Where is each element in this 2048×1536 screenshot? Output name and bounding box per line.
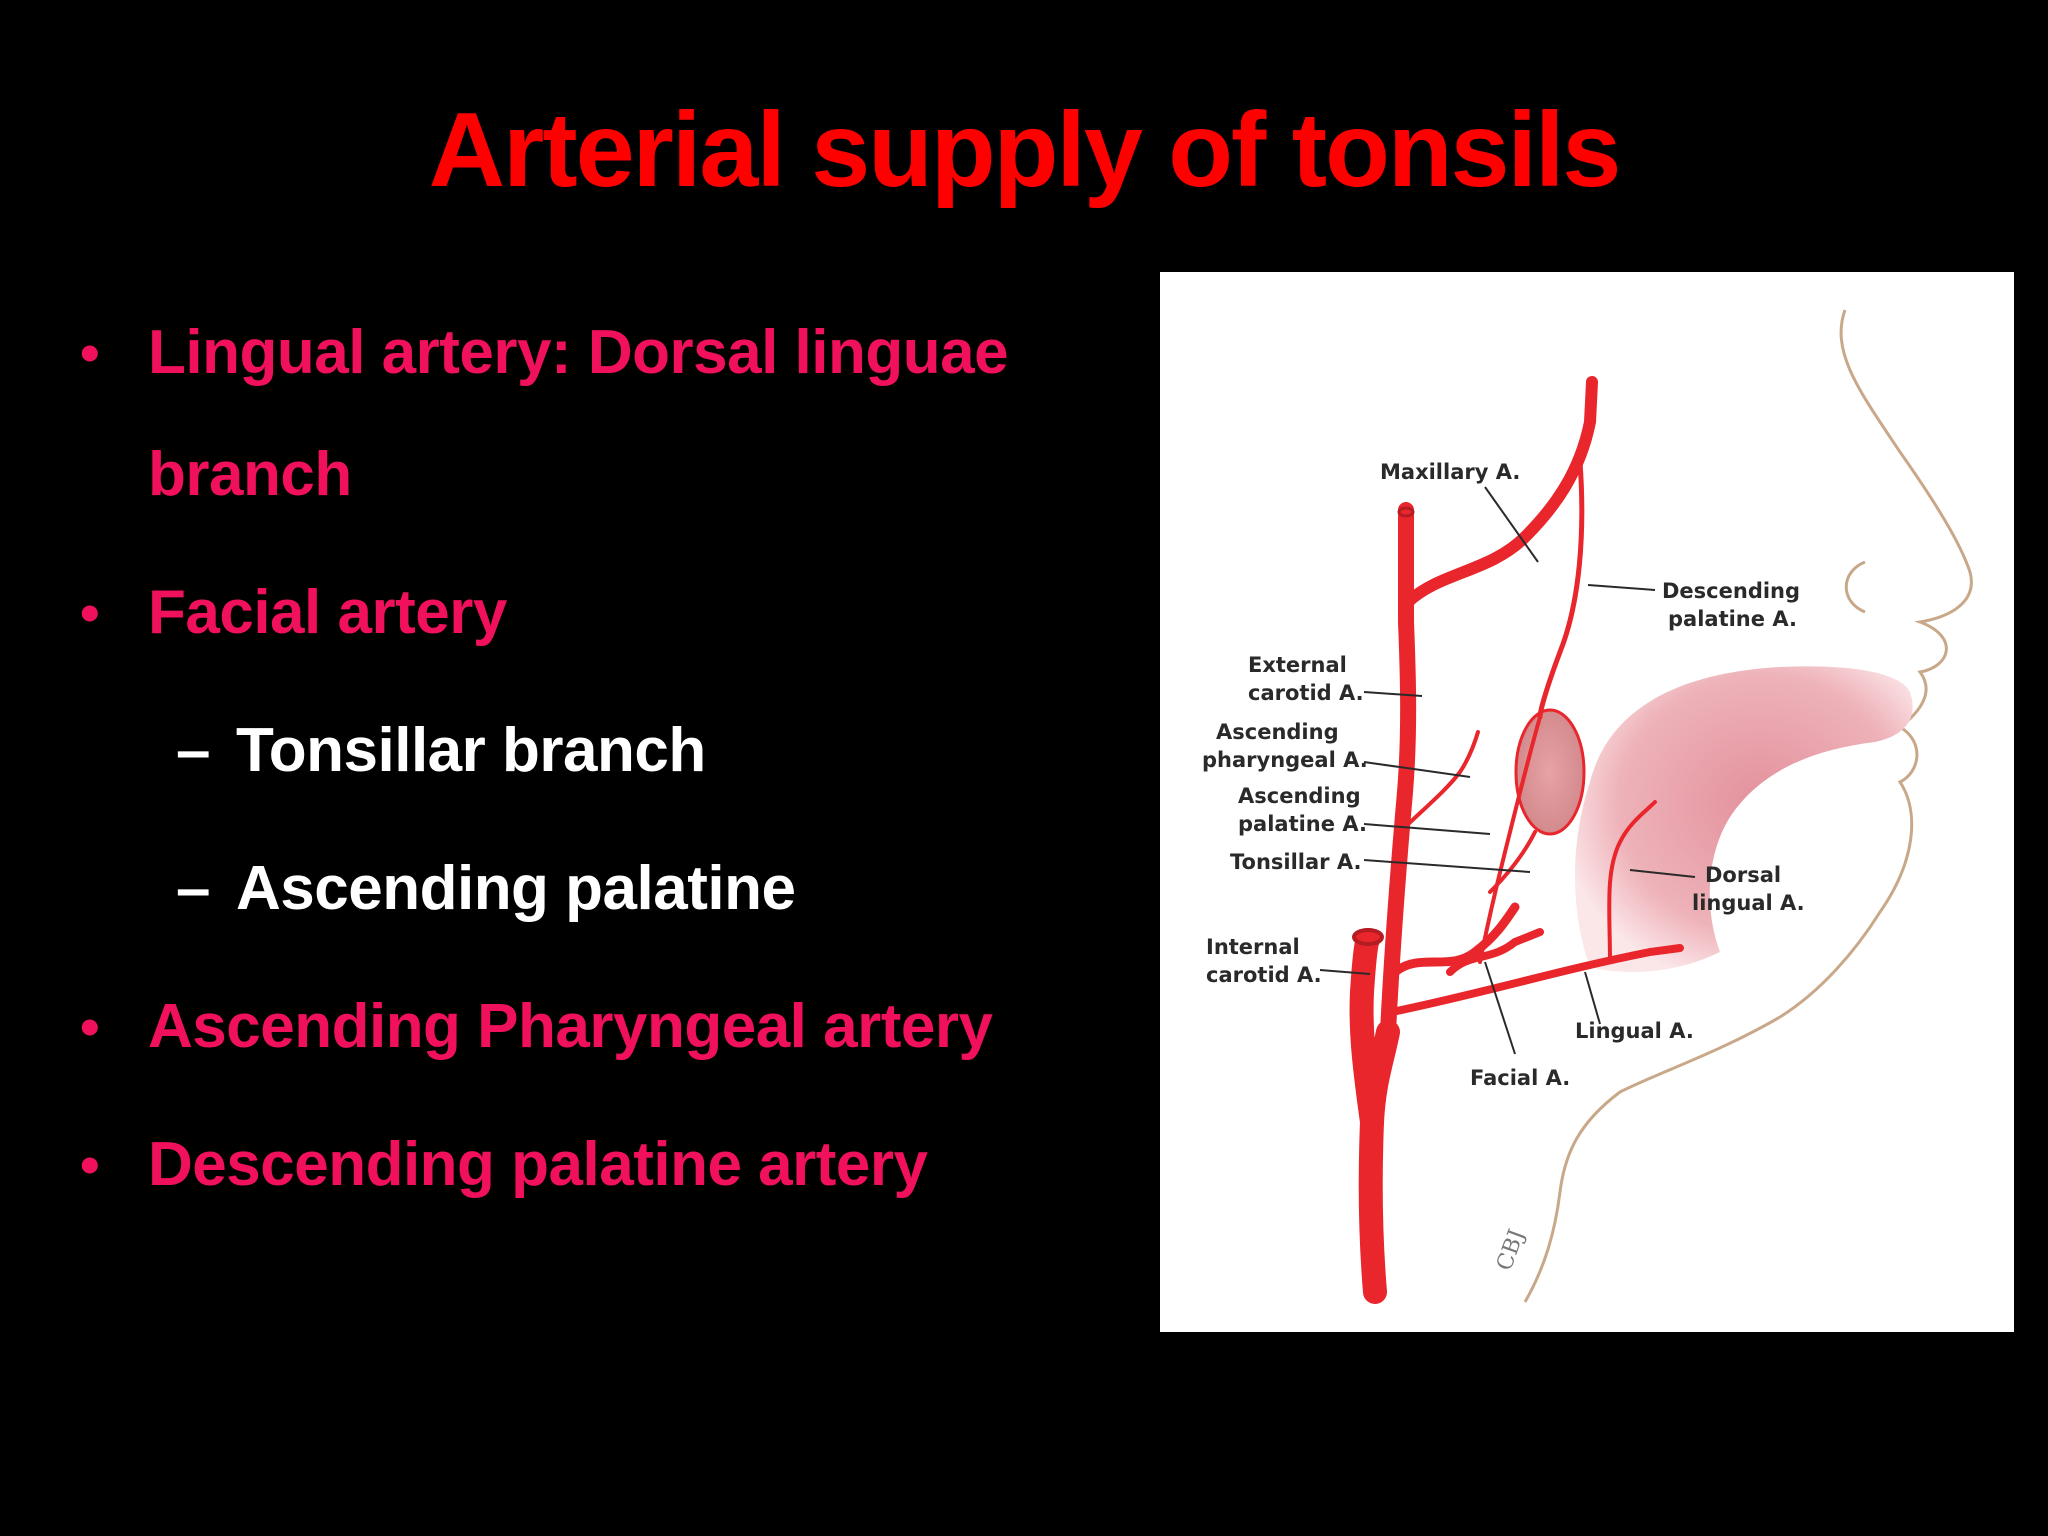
leader-lingual <box>1584 971 1601 1025</box>
subbullet-ascending-palatine: – Ascending palatine <box>80 828 1120 950</box>
bullet-marker: • <box>80 1133 100 1196</box>
bullet-text-continued: branch <box>148 440 352 509</box>
internal-carotid-opening <box>1352 928 1384 946</box>
bullet-text: Lingual artery: Dorsal linguae <box>148 318 1009 387</box>
leader-dorsal <box>1629 869 1696 878</box>
external-carotid-artery <box>1380 502 1417 1040</box>
internal-carotid-artery <box>1349 928 1384 1134</box>
external-carotid-opening <box>1397 506 1415 518</box>
label-tonsillar: Tonsillar A. <box>1230 850 1361 874</box>
label-facial: Facial A. <box>1470 1066 1570 1090</box>
label-maxillary: Maxillary A. <box>1380 460 1520 484</box>
dorsal-lingual-artery <box>1607 800 1657 964</box>
bullet-marker: • <box>80 995 100 1058</box>
slide-title: Arterial supply of tonsils <box>428 91 1622 209</box>
bullet-facial-artery: • Facial artery <box>80 552 1120 674</box>
leader-asc-phar <box>1363 761 1471 778</box>
leader-descending <box>1587 584 1656 591</box>
bullet-descending-palatine: • Descending palatine artery <box>80 1104 1120 1226</box>
label-internal-2: carotid A. <box>1206 963 1322 987</box>
bullet-lingual-artery: • Lingual artery: Dorsal linguae branch <box>80 292 1120 536</box>
bullet-text: Facial artery <box>148 578 507 647</box>
descending-palatine-artery <box>1537 459 1585 720</box>
ascending-pharyngeal-artery <box>1398 730 1480 834</box>
tongue-shape <box>1575 666 1913 972</box>
dash-marker: – <box>176 854 210 923</box>
nostril-outline <box>1844 560 1866 614</box>
subbullet-tonsillar-branch: – Tonsillar branch <box>80 690 1120 812</box>
leader-external <box>1363 691 1423 697</box>
label-external-1: External <box>1248 653 1347 677</box>
bullet-marker: • <box>80 581 100 644</box>
bullet-text: Descending palatine artery <box>148 1130 928 1199</box>
label-descending-1: Descending <box>1662 579 1800 603</box>
dash-marker: – <box>176 716 210 785</box>
artist-signature: CBJ <box>1492 1226 1530 1274</box>
tonsillar-artery <box>1488 830 1537 894</box>
leader-maxillary <box>1484 486 1539 563</box>
label-asc-phar-2: pharyngeal A. <box>1202 748 1368 772</box>
leader-asc-pal <box>1363 823 1491 835</box>
artery-diagram: Maxillary A. Descending palatine A. Exte… <box>1202 309 1973 1304</box>
ascending-palatine-artery <box>1478 715 1542 964</box>
bullet-list: • Lingual artery: Dorsal linguae branch … <box>80 292 1120 1226</box>
label-asc-pal-2: palatine A. <box>1238 812 1367 836</box>
facial-artery-loop <box>1446 928 1544 976</box>
lingual-artery <box>1388 944 1684 1016</box>
label-descending-2: palatine A. <box>1668 607 1797 631</box>
face-outline <box>1523 309 1973 1303</box>
label-asc-pal-1: Ascending <box>1238 784 1361 808</box>
artery-illustration: Maxillary A. Descending palatine A. Exte… <box>1160 272 2014 1332</box>
label-dorsal-2: lingual A. <box>1692 891 1805 915</box>
label-lingual: Lingual A. <box>1575 1019 1694 1043</box>
leader-internal <box>1319 969 1371 975</box>
maxillary-artery <box>1402 376 1598 608</box>
leader-facial <box>1484 961 1516 1055</box>
bullet-marker: • <box>80 321 100 384</box>
bullet-ascending-pharyngeal: • Ascending Pharyngeal artery <box>80 966 1120 1088</box>
subbullet-text: Ascending palatine <box>236 854 796 923</box>
subbullet-text: Tonsillar branch <box>236 716 706 785</box>
label-dorsal-1: Dorsal <box>1705 863 1781 887</box>
label-asc-phar-1: Ascending <box>1216 720 1339 744</box>
label-internal-1: Internal <box>1206 935 1300 959</box>
facial-artery <box>1390 902 1520 977</box>
leader-tonsillar <box>1363 859 1531 873</box>
label-external-2: carotid A. <box>1248 681 1364 705</box>
bullet-text: Ascending Pharyngeal artery <box>148 992 993 1061</box>
